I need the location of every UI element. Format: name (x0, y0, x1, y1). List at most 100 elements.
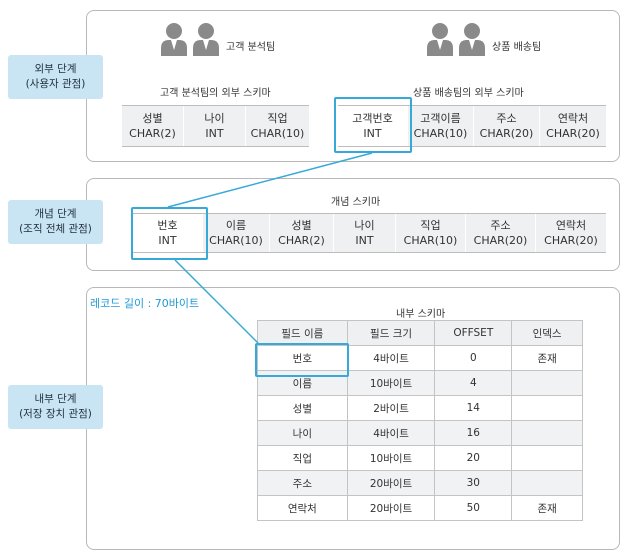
field-name: 직업 (420, 219, 441, 232)
table-cell: 10바이트 (346, 370, 436, 396)
table-cell: 존재 (511, 345, 583, 371)
field-name: 연락처 (555, 219, 587, 232)
field-type: INT (355, 234, 374, 247)
table-header-row: 필드 이름 필드 크기 OFFSET 인덱스 (257, 320, 583, 346)
conceptual-level-subtitle: (조직 전체 관점) (19, 223, 92, 235)
table-cell (511, 470, 583, 496)
field-name: 번호 (157, 219, 178, 232)
field-name: 이름 (225, 219, 247, 232)
table-cell: 30 (434, 470, 513, 496)
user-icon (427, 23, 453, 56)
table-cell: 4바이트 (346, 420, 436, 446)
field-type: INT (158, 234, 177, 247)
internal-level-title: 내부 단계 (34, 393, 77, 405)
conceptual-key-highlight (131, 207, 208, 260)
table-cell: 직업 (257, 445, 348, 471)
external-to-conceptual-link (167, 152, 373, 208)
table-cell: 4바이트 (346, 345, 436, 371)
field-type: CHAR(20) (544, 234, 598, 247)
table-cell: 성별 (257, 395, 348, 421)
table-cell: 2바이트 (346, 395, 436, 421)
field-type: CHAR(2) (278, 234, 325, 247)
table-cell: 10바이트 (346, 445, 436, 471)
left-schema-title: 고객 분석팀의 외부 스키마 (160, 88, 271, 99)
field-type: INT (205, 127, 224, 140)
schema-field: 주소 CHAR(20) (466, 214, 536, 252)
field-type: CHAR(2) (129, 127, 176, 140)
field-type: CHAR(10) (413, 127, 468, 140)
table-cell: 0 (434, 345, 513, 371)
table-row: 번호 4바이트 0 존재 (257, 345, 583, 371)
field-name: 성별 (291, 219, 312, 232)
schema-field: 나이 INT (334, 214, 396, 252)
table-cell: 연락처 (257, 495, 348, 521)
internal-level-label: 내부 단계 (저장 장치 관점) (8, 385, 103, 429)
field-name: 나이 (204, 112, 225, 125)
field-name: 고객이름 (420, 112, 461, 125)
internal-schema-table: 필드 이름 필드 크기 OFFSET 인덱스 번호 4바이트 0 존재 이름 1… (257, 320, 583, 521)
user-icon (161, 23, 187, 56)
schema-field: 이름 CHAR(10) (203, 214, 270, 252)
left-group-name: 고객 분석팀 (226, 42, 276, 53)
schema-field: 연락처 CHAR(20) (536, 214, 606, 252)
field-name: 직업 (267, 112, 288, 125)
field-type: CHAR(20) (479, 127, 534, 140)
field-type: INT (363, 127, 382, 140)
schema-field: 성별 CHAR(2) (270, 214, 334, 252)
schema-field: 고객이름 CHAR(10) (408, 106, 474, 146)
field-name: 주소 (496, 112, 517, 125)
column-header: 필드 이름 (257, 320, 348, 346)
table-cell: 4 (434, 370, 513, 396)
field-type: CHAR(20) (546, 127, 600, 140)
external-level-title: 외부 단계 (34, 63, 77, 75)
table-cell (511, 370, 583, 396)
table-cell: 20바이트 (346, 495, 436, 521)
internal-level-subtitle: (저장 장치 관점) (19, 408, 92, 420)
table-cell (511, 445, 583, 471)
field-name: 고객번호 (352, 112, 393, 125)
table-row: 나이 4바이트 16 (257, 420, 583, 446)
external-level-label: 외부 단계 (사용자 관점) (8, 55, 103, 99)
external-key-highlight (334, 97, 412, 153)
table-cell: 존재 (511, 495, 583, 521)
schema-field: 주소 CHAR(20) (474, 106, 540, 146)
table-row: 직업 10바이트 20 (257, 445, 583, 471)
schema-field: 고객번호 INT (338, 106, 408, 146)
user-icon (459, 23, 485, 56)
table-cell (511, 395, 583, 421)
field-name: 성별 (142, 112, 163, 125)
right-group-name: 상품 배송팀 (492, 42, 542, 53)
schema-field: 나이 INT (184, 106, 246, 146)
table-cell: 20 (434, 445, 513, 471)
field-type: CHAR(10) (403, 234, 458, 247)
internal-schema-title: 내부 스키마 (396, 309, 446, 320)
conceptual-to-internal-link (174, 259, 259, 344)
table-cell: 14 (434, 395, 513, 421)
column-header: 필드 크기 (346, 320, 436, 346)
internal-key-highlight (255, 343, 349, 377)
table-row: 성별 2바이트 14 (257, 395, 583, 421)
conceptual-level-label: 개념 단계 (조직 전체 관점) (8, 200, 103, 244)
conceptual-schema-title: 개념 스키마 (331, 197, 381, 208)
schema-field: 번호 INT (133, 214, 203, 252)
right-schema-title: 상품 배송팀의 외부 스키마 (413, 88, 524, 99)
field-name: 나이 (354, 219, 375, 232)
conceptual-schema: 번호 INT 이름 CHAR(10) 성별 CHAR(2) 나이 INT 직업 … (133, 213, 606, 253)
left-external-schema: 성별 CHAR(2) 나이 INT 직업 CHAR(10) (122, 105, 309, 147)
table-cell: 나이 (257, 420, 348, 446)
table-cell: 주소 (257, 470, 348, 496)
record-length-label: 레코드 길이 : 70바이트 (90, 297, 200, 310)
schema-field: 연락처 CHAR(20) (540, 106, 606, 146)
right-external-schema: 고객번호 INT 고객이름 CHAR(10) 주소 CHAR(20) 연락처 C… (338, 105, 606, 147)
column-header: OFFSET (434, 320, 513, 346)
column-header: 인덱스 (511, 320, 583, 346)
field-name: 주소 (490, 219, 511, 232)
external-level-subtitle: (사용자 관점) (25, 78, 86, 90)
field-type: CHAR(10) (250, 127, 305, 140)
table-row: 연락처 20바이트 50 존재 (257, 495, 583, 521)
user-icon (193, 23, 219, 56)
field-type: CHAR(20) (473, 234, 528, 247)
field-name: 연락처 (557, 112, 589, 125)
field-type: CHAR(10) (209, 234, 263, 247)
